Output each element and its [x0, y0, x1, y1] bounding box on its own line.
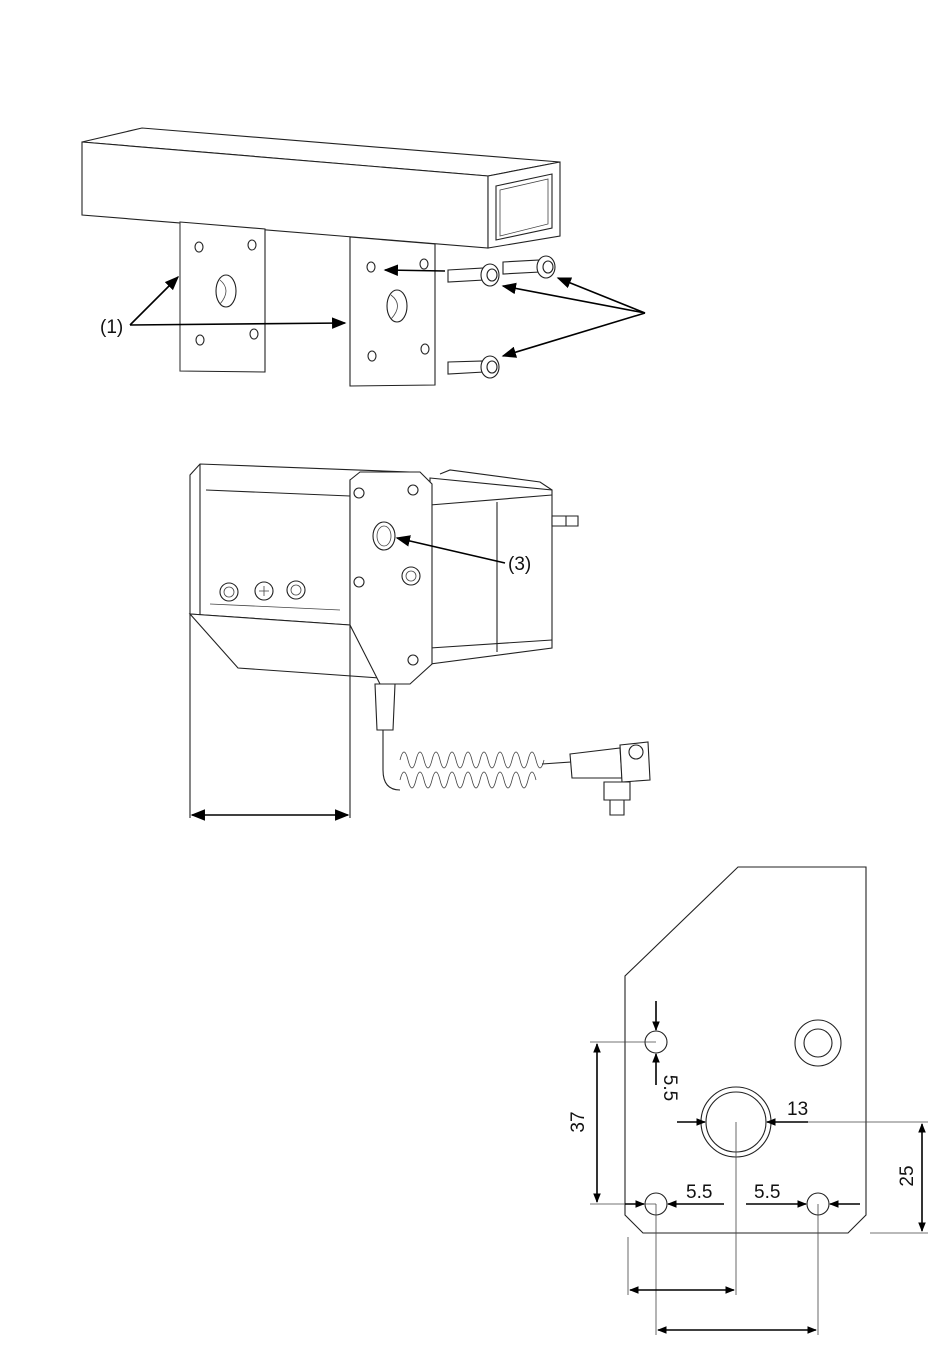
screw-lower: [448, 356, 499, 378]
boss-inner: [804, 1029, 832, 1057]
callout-label-3: (3): [508, 554, 531, 575]
callout-label-1: (1): [100, 317, 123, 338]
dim-5-5-bl-label: 5.5: [686, 1182, 712, 1203]
dim-13-label: 13: [787, 1099, 808, 1120]
mounting-plate-right: [350, 237, 435, 386]
flange-dimension-drawing: 37 5.5 13 25 5.5 5.5: [568, 867, 928, 1335]
dim-5-5-br-label: 5.5: [754, 1182, 780, 1203]
mounting-plate-left: [180, 222, 265, 372]
screw-upper-left: [448, 264, 499, 286]
dim-5-5-top-label: 5.5: [659, 1075, 680, 1101]
coiled-cable: [375, 684, 650, 815]
boss-outer: [795, 1020, 841, 1066]
device-assembly: (3): [190, 464, 650, 818]
motor-housing: [430, 470, 578, 664]
square-tube-rail: [82, 128, 560, 248]
dim-25-label: 25: [897, 1165, 918, 1186]
dim-37-label: 37: [568, 1111, 589, 1132]
screw-upper-right: [503, 256, 555, 278]
rail-assembly: (1): [82, 128, 645, 386]
